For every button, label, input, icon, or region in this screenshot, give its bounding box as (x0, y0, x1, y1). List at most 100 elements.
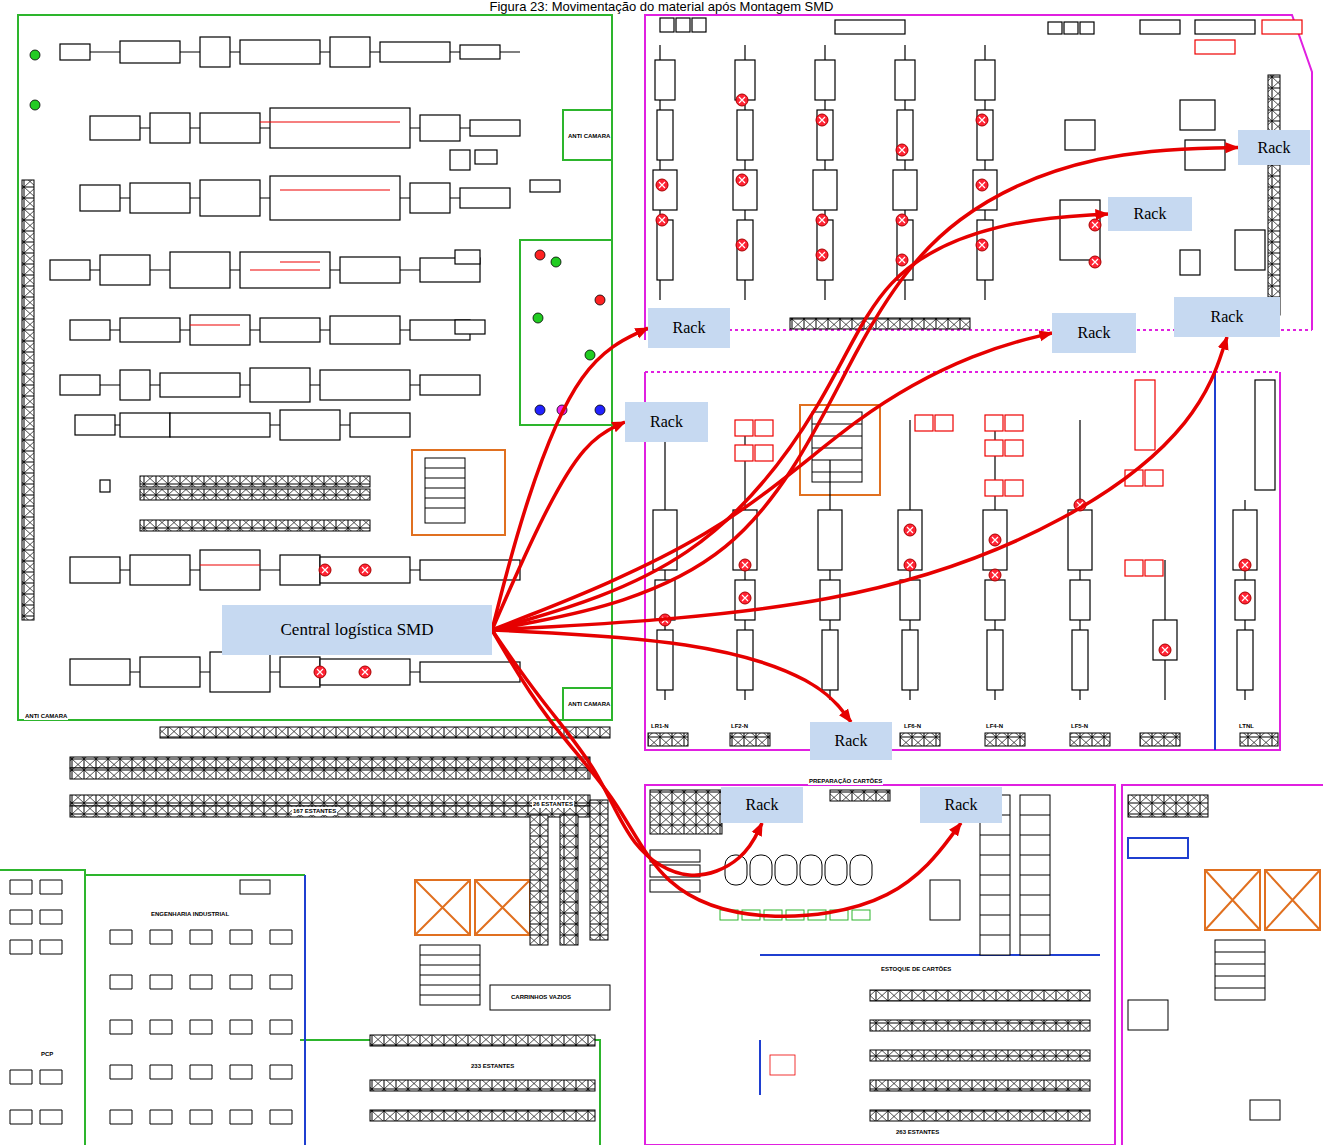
smd-machine (987, 630, 1003, 690)
stop-marker (896, 254, 908, 266)
area-outline (645, 15, 1312, 340)
area-label: LF6-N (903, 722, 922, 730)
smd-machine (1068, 510, 1092, 570)
rack-box: Rack (1052, 313, 1136, 353)
storage-rack (648, 733, 688, 746)
workbench (735, 445, 753, 461)
area-outline (520, 240, 612, 425)
smd-machine (898, 510, 922, 570)
smd-machine (150, 113, 190, 143)
stop-marker (816, 214, 828, 226)
smd-machine (200, 550, 260, 590)
stop-marker (896, 214, 908, 226)
smd-machine (818, 510, 842, 570)
smd-machine (130, 555, 190, 585)
stop-marker (739, 559, 751, 571)
smd-machine (977, 110, 993, 160)
smd-machine (737, 110, 753, 160)
smd-machine (100, 255, 150, 285)
stop-marker (656, 179, 668, 191)
workbench (735, 420, 753, 436)
node-text: Rack (1078, 323, 1111, 342)
cart-station (825, 855, 847, 885)
stop-marker (314, 666, 326, 678)
workbench (985, 415, 1003, 431)
cart-station (750, 855, 772, 885)
smd-machine (657, 110, 673, 160)
stop-marker (1239, 592, 1251, 604)
storage-rack (870, 1110, 1090, 1121)
signal-dot (30, 100, 40, 110)
area-label: LF5-N (1070, 722, 1089, 730)
smd-machine (1080, 22, 1094, 34)
smd-machine (240, 40, 320, 64)
stair-symbol (1215, 940, 1265, 1000)
smd-machine (90, 116, 140, 140)
rack-box: Rack (1238, 130, 1310, 165)
smd-machine (130, 183, 190, 213)
signal-dot (585, 350, 595, 360)
smd-machine (270, 176, 400, 220)
stair-symbol (1215, 952, 1265, 988)
smd-machine (460, 188, 510, 208)
signal-dot (595, 405, 605, 415)
cart-station (650, 850, 700, 862)
signal-dot (30, 50, 795, 1075)
workbench (1195, 40, 1235, 54)
connector-group (492, 148, 1238, 917)
smd-machine (1180, 100, 1215, 130)
smd-machine (350, 413, 410, 437)
smd-machine (1255, 380, 1275, 490)
hoist-box (412, 450, 505, 535)
flow-arrow (492, 630, 762, 875)
stop-marker (816, 114, 828, 126)
figure-title: Figura 23: Movimentação do material após… (487, 0, 837, 14)
smd-machine (50, 52, 520, 672)
area-outline (0, 870, 305, 1145)
rack-box: Rack (648, 308, 730, 348)
smd-machine (822, 630, 838, 690)
area-label: 233 ESTANTES (470, 1062, 515, 1070)
stop-marker (359, 666, 371, 678)
smd-machine (380, 42, 450, 62)
smd-machine (653, 170, 677, 210)
smd-machine (460, 45, 500, 59)
workbench (1125, 560, 1143, 576)
smd-machine (985, 580, 1005, 620)
area-label: CARRINHOS VAZIOS (510, 993, 572, 1001)
storage-rack (370, 1035, 595, 1046)
node-text: Rack (1211, 307, 1244, 326)
smd-machine (1235, 230, 1265, 270)
storage-rack (730, 733, 770, 746)
smd-machine (280, 555, 320, 585)
storage-rack (140, 520, 370, 531)
workbench (755, 445, 773, 461)
smd-machine (260, 318, 320, 342)
stair-symbol (420, 945, 480, 1005)
smd-machine (1140, 20, 1180, 34)
smd-machine (676, 18, 690, 32)
area-label: ANTI CAMARA (567, 132, 611, 140)
smd-machine (530, 180, 560, 192)
smd-machine (190, 315, 250, 345)
stop-marker (1089, 256, 1101, 268)
stop-marker (736, 239, 748, 251)
smd-machine (270, 108, 410, 148)
stop-marker (989, 569, 1001, 581)
stop-marker (314, 94, 1251, 678)
smd-machine (75, 415, 115, 435)
flow-arrow (492, 630, 961, 916)
storage-rack (870, 990, 1090, 1001)
office-desk (240, 880, 270, 894)
smd-machine (80, 185, 120, 211)
node-text: Rack (746, 795, 779, 814)
area-label: ANTI CAMARA (567, 700, 611, 708)
smd-machine (410, 183, 450, 213)
node-text: Rack (650, 412, 683, 431)
area-label: LF2-N (730, 722, 749, 730)
office-desk (10, 880, 62, 1124)
flow-arrow (492, 328, 648, 630)
signal-dot (770, 1055, 795, 1075)
